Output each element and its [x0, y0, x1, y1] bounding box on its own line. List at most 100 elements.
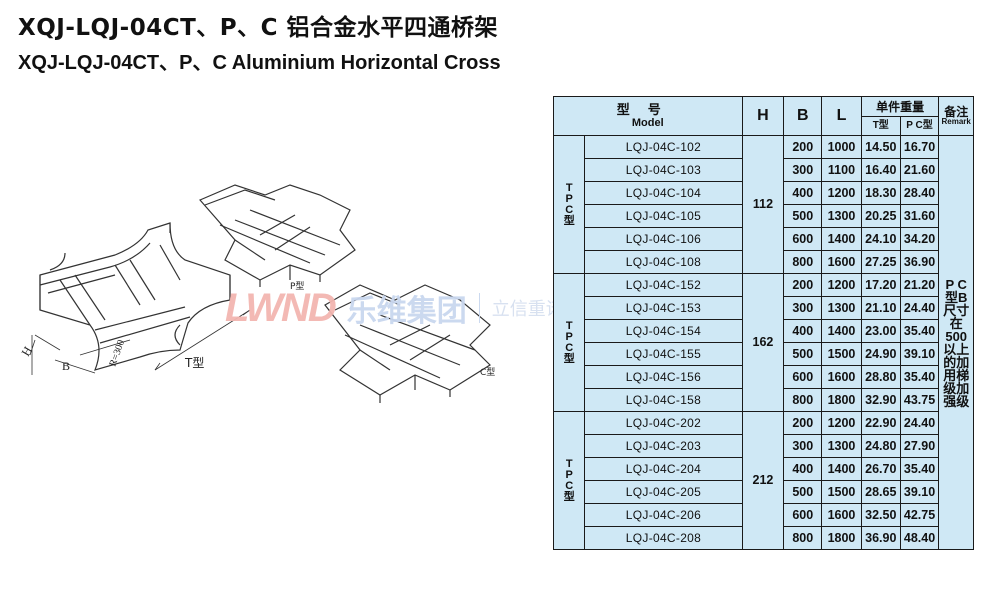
- weight-t-cell: 27.25: [860, 250, 901, 274]
- l-cell: 1300: [821, 296, 862, 320]
- header-b: B: [783, 96, 823, 136]
- b-cell: 300: [783, 158, 823, 182]
- model-cell: LQJ-04C-208: [584, 526, 743, 550]
- weight-t-cell: 26.70: [860, 457, 901, 481]
- remark-line: 用梯: [943, 367, 970, 383]
- type-char: T: [565, 319, 573, 332]
- header-model: 型号 Model: [553, 96, 743, 136]
- l-cell: 1000: [821, 135, 862, 159]
- weight-pc-cell: 39.10: [899, 480, 940, 504]
- l-cell: 1800: [821, 388, 862, 412]
- c-type-cross-drawing: [324, 284, 491, 403]
- weight-t-cell: 23.00: [860, 319, 901, 343]
- p-type-label: P型: [290, 281, 304, 292]
- model-cell: LQJ-04C-158: [584, 388, 743, 412]
- h-cell: 112: [741, 135, 785, 274]
- l-cell: 1800: [821, 526, 862, 550]
- l-cell: 1300: [821, 434, 862, 458]
- weight-t-cell: 20.25: [860, 204, 901, 228]
- l-cell: 1400: [821, 457, 862, 481]
- type-char: C: [565, 203, 574, 216]
- weight-pc-cell: 34.20: [899, 227, 940, 251]
- dim-r-label: R=300: [107, 339, 127, 368]
- type-char: P: [565, 192, 573, 205]
- weight-t-cell: 14.50: [860, 135, 901, 159]
- b-cell: 500: [783, 342, 823, 366]
- weight-pc-cell: 36.90: [899, 250, 940, 274]
- weight-t-cell: 22.90: [860, 411, 901, 435]
- l-cell: 1400: [821, 227, 862, 251]
- model-cell: LQJ-04C-153: [584, 296, 743, 320]
- b-cell: 200: [783, 411, 823, 435]
- model-cell: LQJ-04C-108: [584, 250, 743, 274]
- weight-pc-cell: 35.40: [899, 365, 940, 389]
- header-l: L: [821, 96, 862, 136]
- l-cell: 1200: [821, 273, 862, 297]
- b-cell: 200: [783, 273, 823, 297]
- b-cell: 600: [783, 503, 823, 527]
- l-cell: 1100: [821, 158, 862, 182]
- weight-pc-cell: 24.40: [899, 411, 940, 435]
- b-cell: 400: [783, 319, 823, 343]
- product-diagram: H B R=300 T型 P型 C型: [20, 184, 495, 403]
- weight-pc-cell: 24.40: [899, 296, 940, 320]
- header-weight-t: T型: [860, 116, 901, 136]
- remark-line: P C: [945, 276, 967, 292]
- page-title-en: XQJ-LQJ-04CT、P、C Aluminium Horizontal Cr…: [18, 52, 501, 74]
- weight-t-cell: 24.90: [860, 342, 901, 366]
- model-cell: LQJ-04C-154: [584, 319, 743, 343]
- l-cell: 1500: [821, 480, 862, 504]
- p-type-cross-drawing: [199, 184, 356, 287]
- remark-line: 强级: [943, 393, 970, 409]
- weight-pc-cell: 28.40: [899, 181, 940, 205]
- model-cell: LQJ-04C-106: [584, 227, 743, 251]
- header-weight: 单件重量: [860, 96, 940, 117]
- model-cell: LQJ-04C-156: [584, 365, 743, 389]
- remark-line: 级加: [943, 380, 970, 396]
- model-cell: LQJ-04C-204: [584, 457, 743, 481]
- model-cell: LQJ-04C-105: [584, 204, 743, 228]
- remark-line: 的加: [943, 354, 970, 370]
- weight-t-cell: 24.80: [860, 434, 901, 458]
- weight-pc-cell: 35.40: [899, 457, 940, 481]
- model-cell: LQJ-04C-103: [584, 158, 743, 182]
- b-cell: 400: [783, 457, 823, 481]
- remark-line: 以上: [943, 341, 970, 357]
- model-cell: LQJ-04C-205: [584, 480, 743, 504]
- l-cell: 1600: [821, 365, 862, 389]
- weight-t-cell: 32.50: [860, 503, 901, 527]
- type-char: P: [565, 468, 573, 481]
- weight-pc-cell: 35.40: [899, 319, 940, 343]
- l-cell: 1600: [821, 250, 862, 274]
- model-cell: LQJ-04C-104: [584, 181, 743, 205]
- l-cell: 1400: [821, 319, 862, 343]
- type-char: T: [565, 181, 573, 194]
- type-char: 型: [563, 352, 575, 365]
- weight-t-cell: 28.80: [860, 365, 901, 389]
- remark-line: 型B: [945, 289, 968, 305]
- b-cell: 800: [783, 526, 823, 550]
- header-weight-pc: P C型: [899, 116, 940, 136]
- weight-pc-cell: 27.90: [899, 434, 940, 458]
- table-header-row: 型号 Model H B L 单件重量 备注 Remark: [553, 96, 974, 136]
- type-char: C: [565, 341, 574, 354]
- weight-pc-cell: 21.60: [899, 158, 940, 182]
- watermark-divider: [478, 293, 480, 323]
- weight-t-cell: 28.65: [860, 480, 901, 504]
- weight-t-cell: 18.30: [860, 181, 901, 205]
- type-char: C: [565, 479, 574, 492]
- weight-t-cell: 21.10: [860, 296, 901, 320]
- b-cell: 600: [783, 227, 823, 251]
- type-char: 型: [563, 490, 575, 503]
